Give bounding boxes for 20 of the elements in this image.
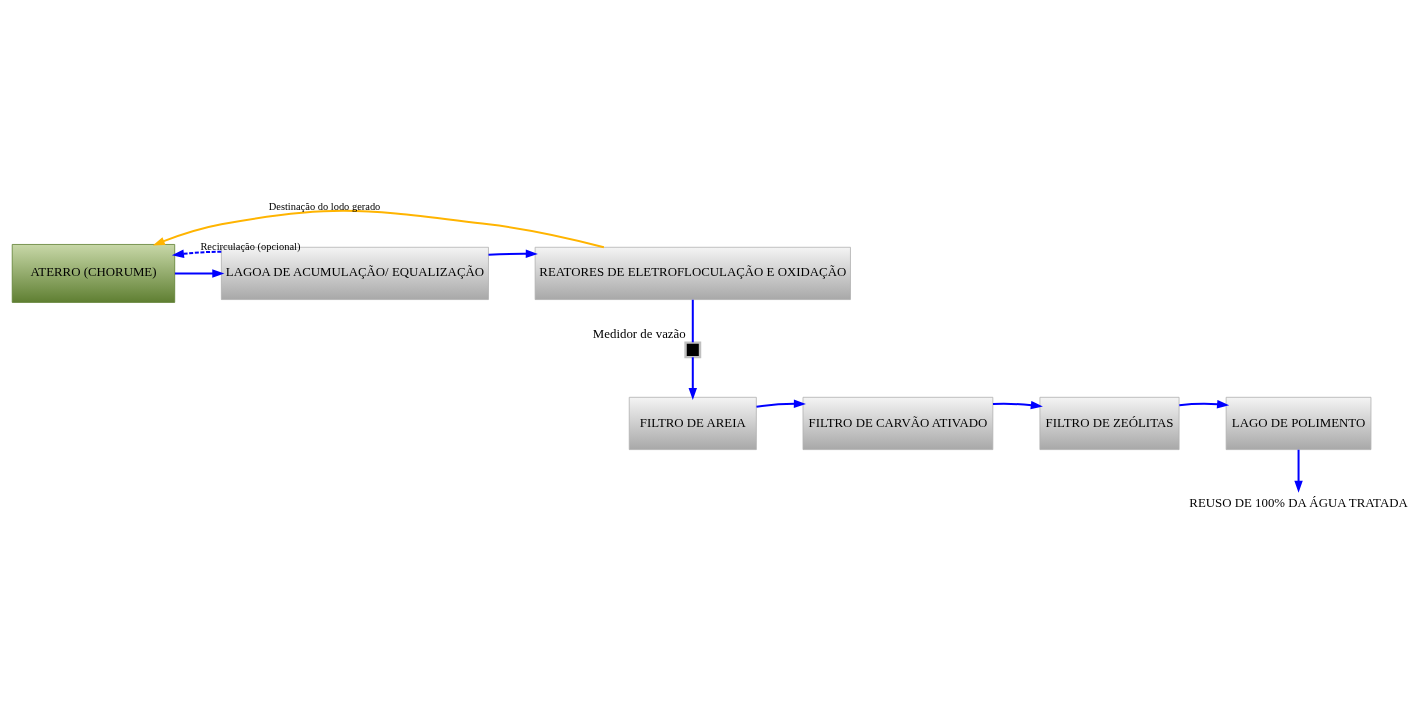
arrow [992, 400, 1043, 410]
node-box: REATORES DE ELETROFLOCULAÇÃO E OXIDAÇÃO [534, 246, 851, 300]
node-text: REUSO DE 100% DA ÁGUA TRATADA [1189, 496, 1408, 511]
arrow [152, 209, 605, 249]
node-box: ATERRO (CHORUME) [11, 244, 176, 303]
node-label: Medidor de vazão [592, 327, 686, 342]
node-box: FILTRO DE AREIA [628, 396, 757, 450]
arrow [171, 249, 222, 258]
arrow [488, 249, 538, 259]
arrow [756, 399, 806, 409]
node-box: FILTRO DE ZEÓLITAS [1039, 396, 1180, 450]
connector [691, 299, 694, 343]
arrow [174, 269, 225, 278]
arrow [1294, 449, 1303, 493]
edge-label: Destinação do lodo gerado [268, 200, 381, 212]
arrow [688, 357, 698, 401]
node-box: FILTRO DE CARVÃO ATIVADO [802, 396, 994, 450]
node-box: LAGO DE POLIMENTO [1225, 396, 1372, 450]
arrow [1179, 399, 1230, 409]
node-box [684, 341, 702, 359]
